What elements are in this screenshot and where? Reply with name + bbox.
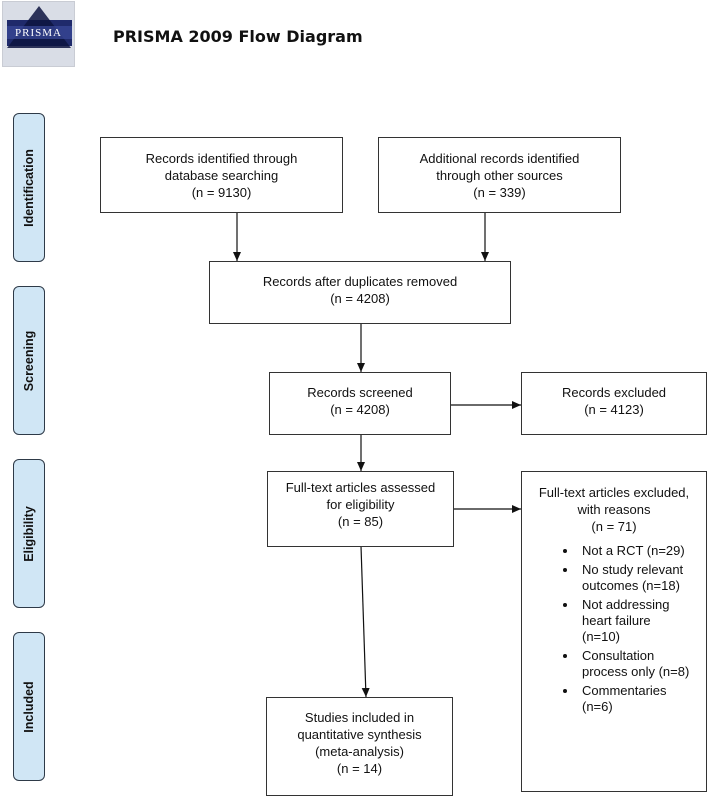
box-records-database: Records identified through database sear… <box>100 137 343 213</box>
reason-line: outcomes (n=18) <box>582 578 680 593</box>
box-line: (n = 14) <box>336 761 383 776</box>
box-line: (n = 85) <box>337 514 384 529</box>
exclusion-reason: Not addressing heart failure (n=10) <box>578 597 706 645</box>
box-line: with reasons <box>577 502 651 517</box>
page-title: PRISMA 2009 Flow Diagram <box>113 27 363 46</box>
stage-screening: Screening <box>13 286 45 435</box>
exclusion-reason: Not a RCT (n=29) <box>578 543 706 559</box>
box-line: Records excluded <box>561 385 667 400</box>
exclusion-reason: No study relevant outcomes (n=18) <box>578 562 706 594</box>
box-line: (n = 4123) <box>584 402 644 417</box>
box-studies-included: Studies included in quantitative synthes… <box>266 697 453 796</box>
box-line: Studies included in <box>304 710 415 725</box>
reason-line: Not addressing <box>582 597 670 612</box>
reason-line: process only (n=8) <box>582 664 690 679</box>
reason-line: Commentaries <box>582 683 667 698</box>
stage-eligibility: Eligibility <box>13 459 45 608</box>
reason-line: (n=6) <box>582 699 613 714</box>
box-after-duplicates: Records after duplicates removed (n = 42… <box>209 261 511 324</box>
box-line: database searching <box>164 168 279 183</box>
exclusion-reason: Commentaries (n=6) <box>578 683 706 715</box>
prisma-logo-graphic <box>7 6 72 48</box>
box-line: Records screened <box>307 385 413 400</box>
reason-line: heart failure <box>582 613 651 628</box>
prisma-logo: PRISMA <box>2 1 75 67</box>
reason-line: Not a RCT (n=29) <box>582 543 685 558</box>
reason-line: (n=10) <box>582 629 620 644</box>
box-line: Full-text articles assessed <box>285 480 436 495</box>
box-line: (n = 4208) <box>330 291 390 306</box>
stage-included: Included <box>13 632 45 781</box>
box-line: (n = 71) <box>591 519 637 534</box>
logo-text: PRISMA <box>15 27 62 39</box>
box-records-other-sources: Additional records identified through ot… <box>378 137 621 213</box>
box-records-excluded: Records excluded (n = 4123) <box>521 372 707 435</box>
box-fulltext-assessed: Full-text articles assessed for eligibil… <box>267 471 454 547</box>
exclusion-reason: Consultation process only (n=8) <box>578 648 706 680</box>
box-line: through other sources <box>436 168 563 183</box>
exclusion-reasons-list: Not a RCT (n=29) No study relevant outco… <box>522 543 706 715</box>
box-line: (n = 9130) <box>191 185 252 200</box>
reason-line: No study relevant <box>582 562 684 577</box>
box-line: Records identified through <box>145 151 298 166</box>
box-line: Additional records identified <box>419 151 580 166</box>
arrow-fulltext-to-included <box>360 545 370 698</box>
box-line: (n = 4208) <box>330 402 390 417</box>
box-line: (meta-analysis) <box>315 744 404 759</box>
box-line: Records after duplicates removed <box>262 274 458 289</box>
box-line: quantitative synthesis <box>297 727 422 742</box>
box-fulltext-excluded: Full-text articles excluded, with reason… <box>521 471 707 792</box>
box-line: for eligibility <box>326 497 395 512</box>
box-line: (n = 339) <box>473 185 526 200</box>
reason-line: Consultation <box>582 648 655 663</box>
box-records-screened: Records screened (n = 4208) <box>269 372 451 435</box>
box-line: Full-text articles excluded, <box>538 485 690 500</box>
stage-identification: Identification <box>13 113 45 262</box>
